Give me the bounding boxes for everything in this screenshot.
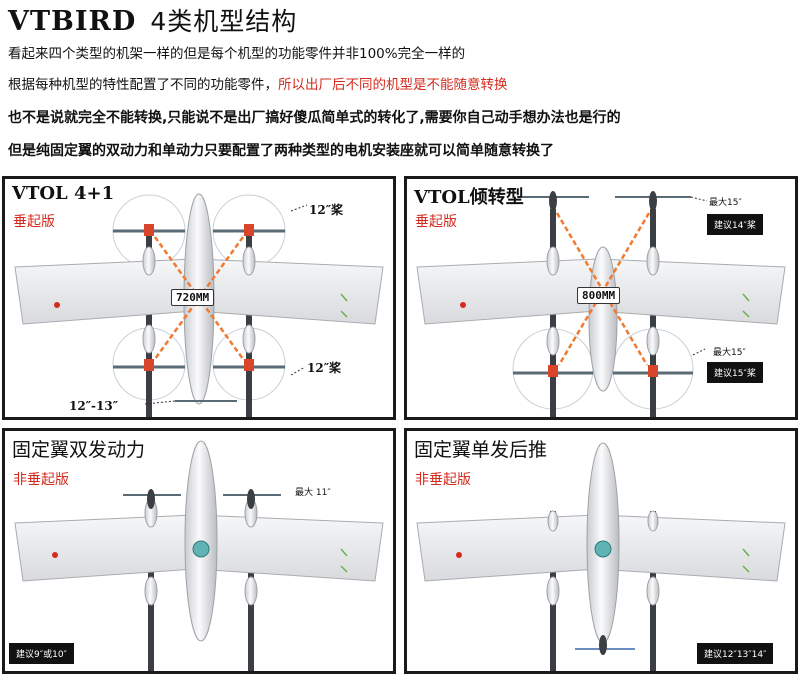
fixed-wing-single-subtitle: 非垂起版: [415, 472, 471, 488]
fixed-wing-single-title: 固定翼单发后推: [414, 439, 548, 461]
vtol-tilt-motor-distance: 800MM: [577, 287, 621, 304]
panel-fixed-wing-single: 固定翼单发后推 非垂起版 建议12″13″14″: [404, 428, 798, 674]
intro-line-4: 但是纯固定翼的双动力和单动力只要配置了两种类型的电机安装座就可以简单随意转换了: [8, 143, 554, 159]
intro-line-2-black: 根据每种机型的特性配置了不同的功能零件，: [8, 77, 278, 93]
fixed-wing-twin-max-label: 最大 11″: [295, 488, 331, 498]
vtol-4-1-rear-lift-prop-label: 12″桨: [307, 361, 342, 375]
fixed-wing-single-suggest-box: 建议12″13″14″: [697, 643, 774, 664]
vtol-4-1-motor-distance: 720MM: [171, 289, 215, 306]
fixed-wing-twin-suggest-box: 建议9″或10″: [9, 643, 74, 664]
vtol-tilt-rear-max-label: 最大15″: [713, 348, 746, 358]
panel-vtol-tilt: VTOL倾转型 垂起版 最大15″ 建议14″桨 最大15″ 建议15″桨 80…: [404, 176, 798, 420]
vtol-4-1-pusher-prop-label: 12″-13″: [69, 399, 119, 413]
intro-line-2: 根据每种机型的特性配置了不同的功能零件，所以出厂后不同的机型是不能随意转换: [8, 73, 508, 93]
fixed-wing-single-aircraft-drawing: [416, 442, 786, 671]
vtol-4-1-front-prop-label: 12″桨: [309, 203, 344, 217]
intro-line-3: 也不是说就完全不能转换,只能说不是出厂搞好傻瓜简单式的转化了,需要你自己动手想办…: [8, 110, 621, 126]
vtol-tilt-subtitle: 垂起版: [415, 214, 457, 230]
vtol-tilt-front-max-label: 最大15″: [709, 198, 742, 208]
fixed-wing-twin-title: 固定翼双发动力: [12, 439, 146, 461]
intro-line-1: 看起来四个类型的机架一样的但是每个机型的功能零件并非100%完全一样的: [8, 46, 466, 62]
vtol-4-1-title: VTOL 4+1: [12, 183, 115, 204]
intro-line-2-red: 所以出厂后不同的机型是不能随意转换: [278, 77, 508, 93]
vtol-tilt-front-suggest-box: 建议14″桨: [707, 214, 763, 235]
vtol-4-1-subtitle: 垂起版: [13, 214, 55, 230]
panel-fixed-wing-twin: 固定翼双发动力 非垂起版 最大 11″ 建议9″或10″: [2, 428, 396, 674]
brand-name: VTBIRD: [8, 6, 137, 37]
panel-vtol-4-1: VTOL 4+1 垂起版 12″桨 12″桨 12″-13″ 720MM: [2, 176, 396, 420]
fixed-wing-twin-aircraft-drawing: [14, 440, 384, 671]
page-title: VTBIRD 4类机型结构: [8, 2, 297, 38]
vtol-tilt-rear-suggest-box: 建议15″桨: [707, 362, 763, 383]
fixed-wing-twin-subtitle: 非垂起版: [13, 472, 69, 488]
page-subtitle: 4类机型结构: [150, 7, 298, 36]
vtol-tilt-title: VTOL倾转型: [414, 187, 524, 208]
